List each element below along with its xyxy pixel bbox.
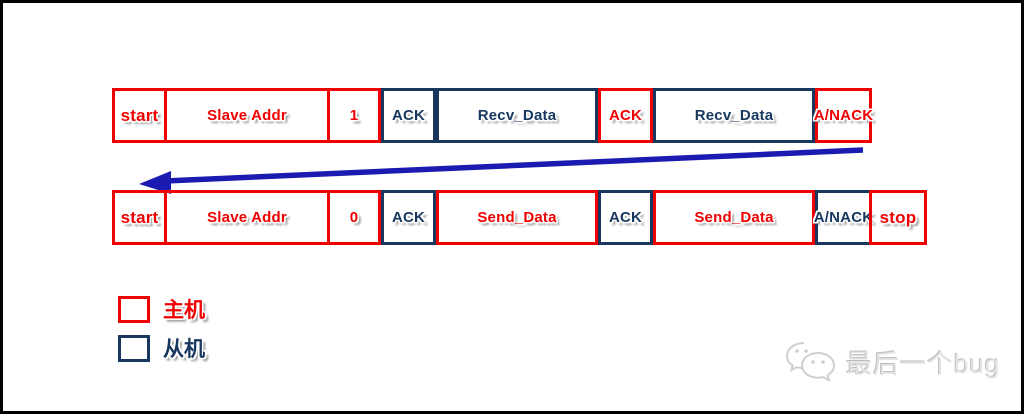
watermark: 最后一个bug xyxy=(783,339,1000,385)
cell-label: Slave Addr xyxy=(207,209,287,226)
slave-color-swatch xyxy=(118,334,150,362)
cell-send-data-2: Send_Data xyxy=(653,190,815,245)
cell-start: start xyxy=(112,88,167,143)
cell-label: ACK xyxy=(608,209,643,226)
cell-label: ACK xyxy=(391,209,426,226)
cell-label: Send_Data xyxy=(694,209,774,226)
cell-label: ACK xyxy=(608,107,643,124)
cell-label: stop xyxy=(879,207,917,227)
cell-recv-data-1: Recv_Data xyxy=(436,88,598,143)
master-write-frame: start Slave Addr 0 ACK Send_Data ACK Sen… xyxy=(112,190,927,245)
watermark-text: 最后一个bug xyxy=(846,348,1001,379)
flow-arrow-shaft xyxy=(164,147,864,184)
cell-label: 0 xyxy=(349,209,359,226)
cell-start: start xyxy=(112,190,167,245)
cell-rw-bit-write: 0 xyxy=(327,190,381,245)
cell-label: start xyxy=(120,207,159,227)
cell-label: Recv_Data xyxy=(694,107,774,124)
cell-label: A/NACK xyxy=(813,107,874,124)
cell-label: start xyxy=(120,105,159,125)
legend: 主机 从机 xyxy=(118,295,205,362)
cell-slave-addr: Slave Addr xyxy=(164,190,330,245)
legend-label-slave: 从机 xyxy=(163,338,205,361)
wechat-icon xyxy=(785,342,836,383)
cell-send-data-1: Send_Data xyxy=(436,190,598,245)
cell-label: 1 xyxy=(349,107,359,124)
cell-slave-addr: Slave Addr xyxy=(164,88,330,143)
cell-slave-ack-1: ACK xyxy=(381,190,436,245)
cell-label: ACK xyxy=(391,107,426,124)
legend-item-slave: 从机 xyxy=(118,334,205,362)
cell-rw-bit-read: 1 xyxy=(327,88,381,143)
cell-slave-ack-2: ACK xyxy=(598,190,653,245)
master-read-frame: start Slave Addr 1 ACK Recv_Data ACK Rec… xyxy=(112,88,874,143)
master-color-swatch xyxy=(118,295,150,323)
cell-label: Send_Data xyxy=(477,209,557,226)
cell-slave-ack: ACK xyxy=(381,88,436,143)
cell-label: A/NACK xyxy=(813,209,874,226)
cell-master-anack: A/NACK xyxy=(813,88,874,143)
cell-slave-anack: A/NACK xyxy=(813,190,874,245)
cell-stop: stop xyxy=(869,190,927,245)
cell-master-ack: ACK xyxy=(598,88,653,143)
legend-label-master: 主机 xyxy=(163,299,205,322)
cell-recv-data-2: Recv_Data xyxy=(653,88,815,143)
cell-label: Slave Addr xyxy=(207,107,287,124)
legend-item-master: 主机 xyxy=(118,295,205,323)
cell-label: Recv_Data xyxy=(477,107,557,124)
